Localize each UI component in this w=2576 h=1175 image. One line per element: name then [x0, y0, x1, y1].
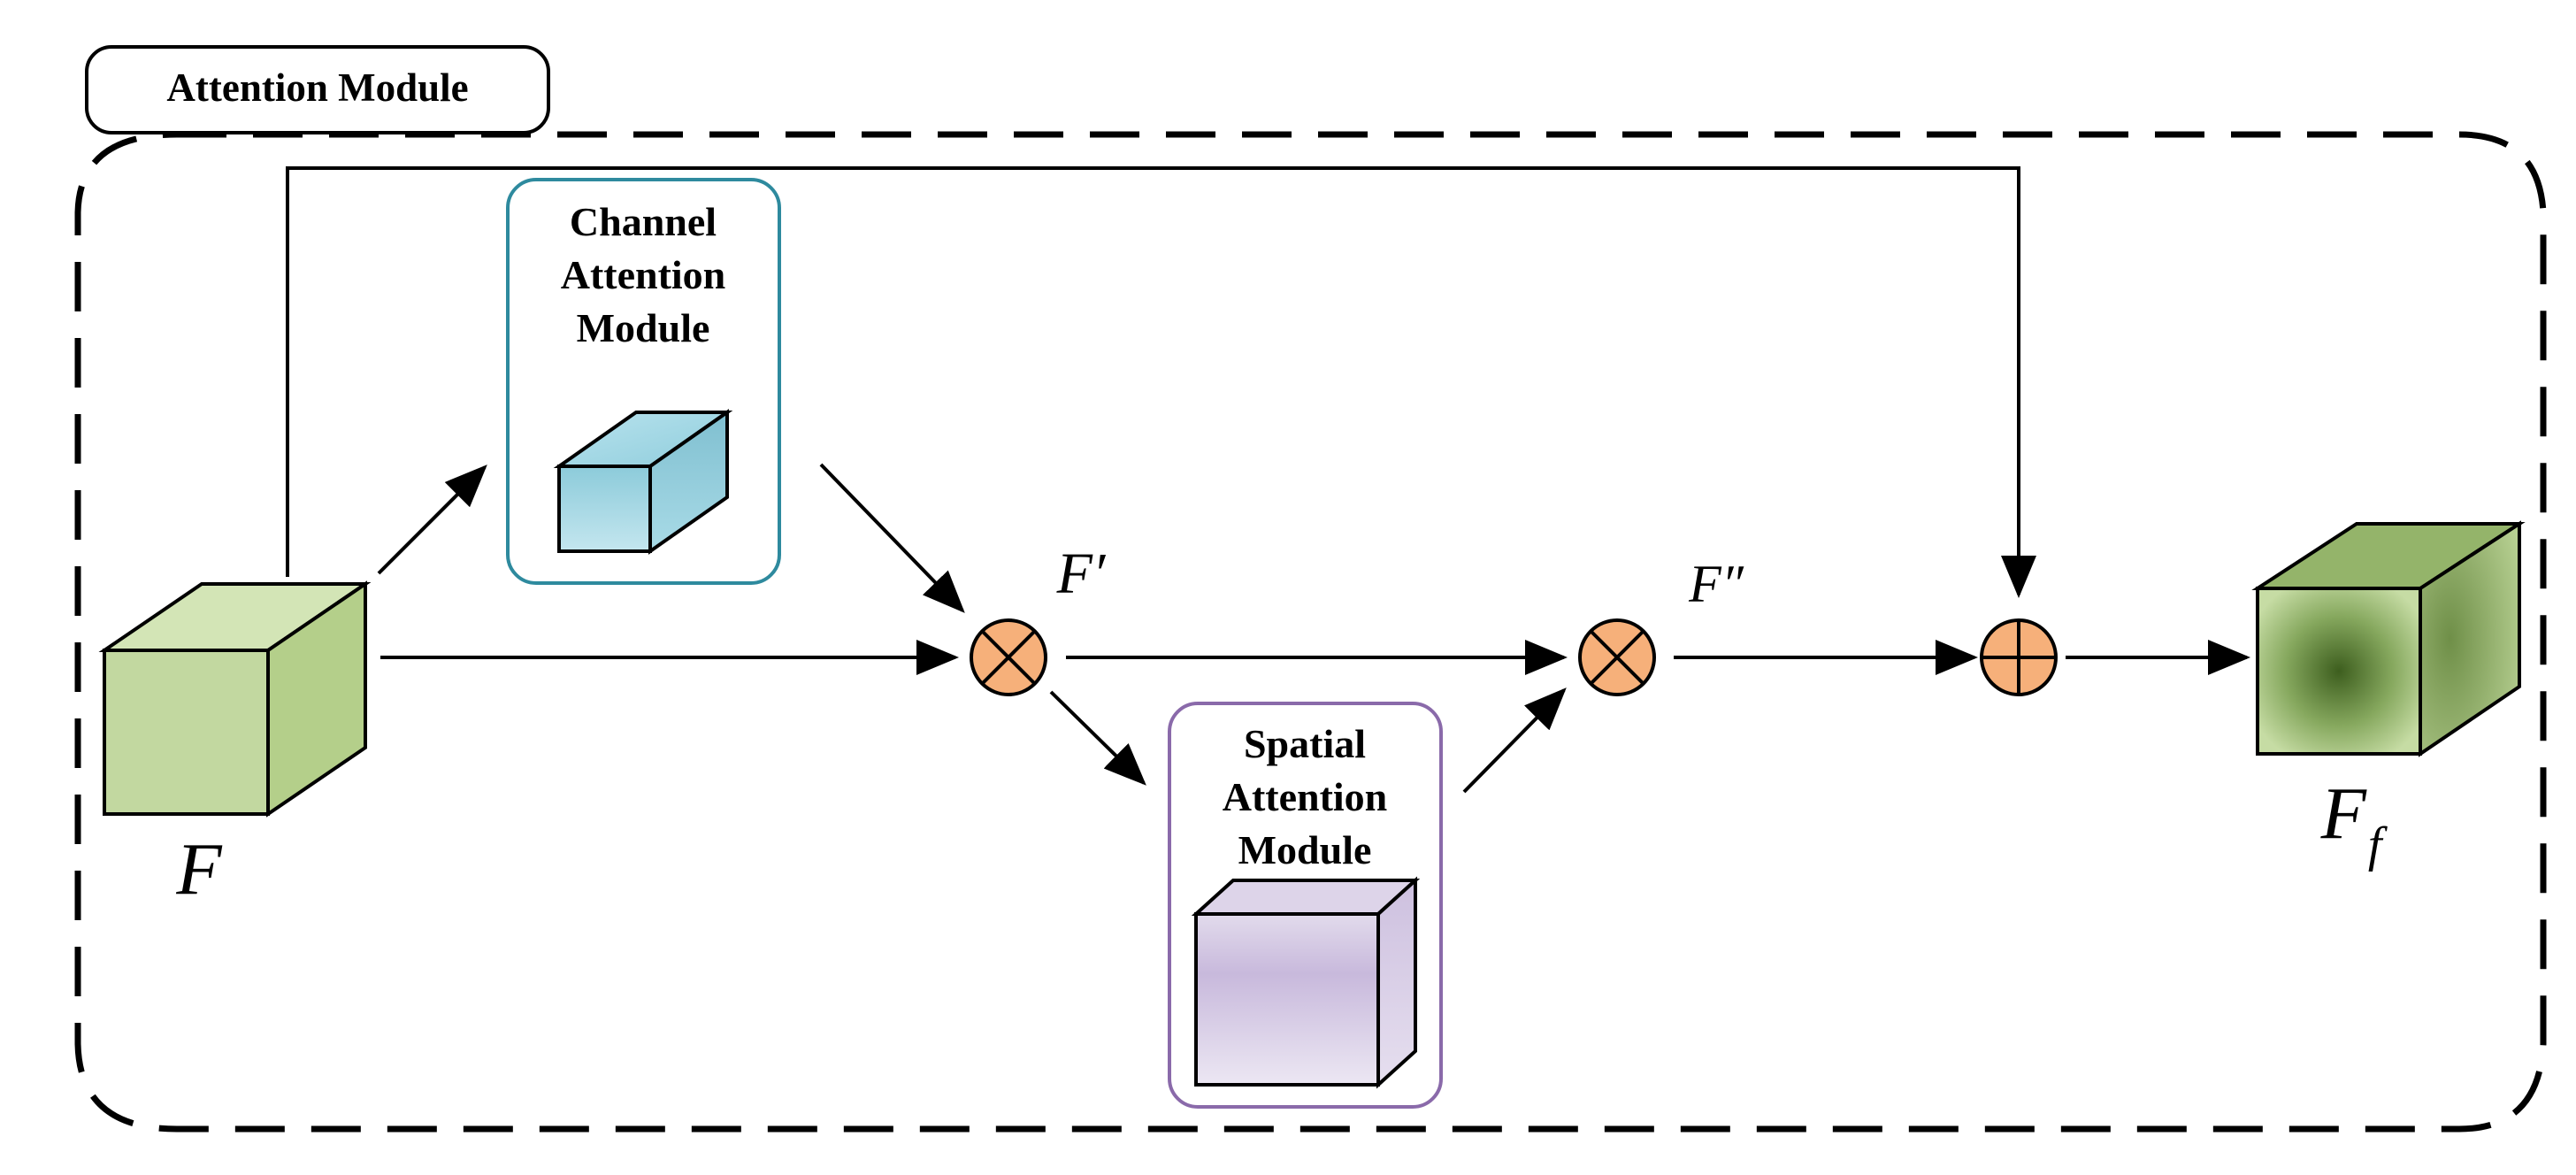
f-double-prime-label: F″: [1688, 555, 1744, 613]
output-label: Ff: [2320, 772, 2388, 872]
output-cube: [2251, 520, 2526, 757]
spatial-module-line1: Spatial: [1244, 721, 1366, 766]
spatial-cube: [1191, 876, 1421, 1089]
title-tab: Attention Module: [85, 45, 550, 134]
f-prime-label: F′: [1056, 541, 1107, 606]
input-label: F: [175, 828, 223, 910]
channel-module-line3: Module: [577, 305, 710, 350]
skip-connection-line: [286, 166, 2036, 598]
spatial-module-line2: Attention: [1223, 774, 1388, 819]
output-label-subscript: f: [2368, 818, 2388, 872]
channel-cube: [553, 409, 733, 555]
channel-module-line1: Channel: [570, 199, 717, 244]
input-cube: [98, 580, 372, 818]
multiply-operator-1: [970, 618, 1047, 696]
arrow-multiply1-to-spatial: [1049, 690, 1146, 786]
multiply-operator-2: [1578, 618, 1656, 696]
arrow-channel-to-multiply1: [819, 463, 965, 613]
outer-dashed-frame: [74, 131, 2547, 1133]
arrow-input-to-channel: [377, 465, 487, 575]
spatial-module-line3: Module: [1238, 827, 1372, 872]
arrow-spatial-to-multiply2: [1462, 687, 1567, 794]
channel-module-line2: Attention: [561, 252, 726, 297]
output-label-base: F: [2320, 772, 2368, 855]
channel-attention-module: Channel Attention Module: [506, 178, 781, 585]
title-text: Attention Module: [166, 65, 468, 110]
spatial-attention-module: Spatial Attention Module: [1168, 702, 1443, 1109]
add-operator: [1980, 618, 2058, 696]
